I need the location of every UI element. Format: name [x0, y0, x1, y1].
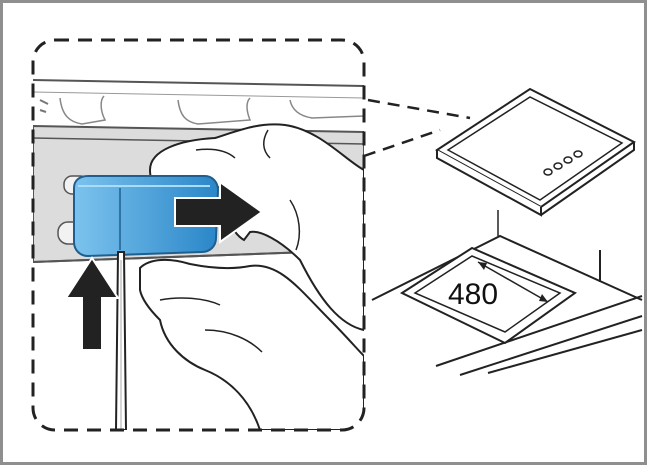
lower-hand	[139, 258, 364, 430]
connector-bottom	[363, 128, 441, 158]
hob-icon	[435, 87, 636, 217]
connector-top	[367, 98, 471, 120]
screwdriver-icon	[114, 251, 128, 430]
clip-icon	[73, 175, 220, 258]
detail-border	[31, 38, 366, 432]
cutout-dimension-label: 480	[448, 278, 499, 311]
push-arrow-icon	[174, 180, 264, 244]
cutout-icon	[371, 234, 643, 376]
up-arrow-icon	[64, 256, 120, 351]
detail-view	[33, 40, 364, 430]
